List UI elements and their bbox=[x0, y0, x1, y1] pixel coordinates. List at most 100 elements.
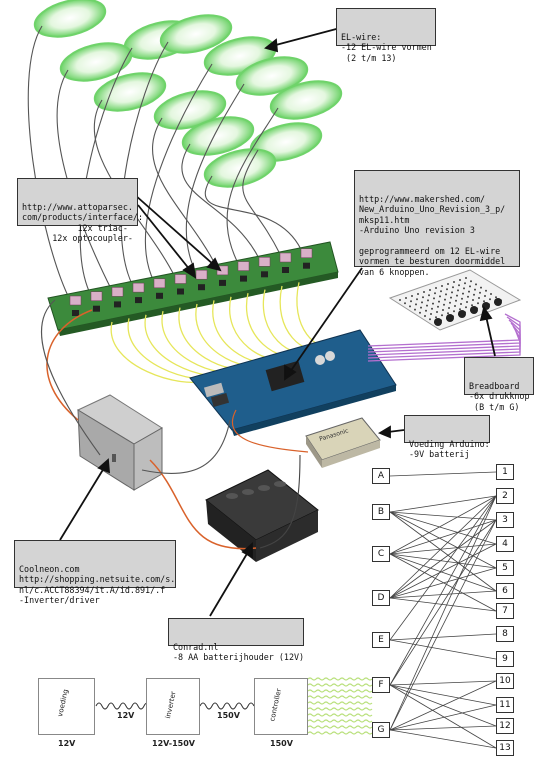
el-wire-lead bbox=[79, 47, 133, 296]
breadboard-hole bbox=[419, 311, 421, 314]
breadboard-hole bbox=[495, 296, 497, 299]
aa-cell-slot bbox=[258, 485, 270, 491]
breadboard-hole bbox=[466, 301, 468, 303]
triac bbox=[72, 310, 79, 316]
breadboard-hole bbox=[458, 284, 460, 287]
mapping-line-b-5 bbox=[389, 511, 497, 569]
mapping-line-g-3 bbox=[389, 519, 497, 731]
mapping-line-b-6 bbox=[389, 511, 497, 592]
triac bbox=[240, 275, 247, 282]
el-wire-lead bbox=[120, 41, 169, 287]
breadboard-hole bbox=[441, 314, 443, 317]
el-wire-wave bbox=[307, 707, 373, 711]
el-wire-leads bbox=[27, 25, 302, 301]
el-wire-lead bbox=[181, 143, 260, 259]
mapping-button-b: B bbox=[372, 504, 390, 520]
el-wire-wave bbox=[307, 731, 373, 735]
breadboard-hole bbox=[416, 298, 418, 301]
breadboard-hole bbox=[453, 310, 455, 313]
mapping-line-d-3 bbox=[389, 519, 497, 599]
el-wire-shape bbox=[159, 14, 233, 54]
mapping-button-e: E bbox=[372, 632, 390, 648]
link-150v: 150V bbox=[217, 711, 240, 720]
breadboard-hole bbox=[437, 305, 439, 308]
mapping-line-c-4 bbox=[389, 543, 497, 555]
breadboard-hole bbox=[423, 291, 425, 293]
triac bbox=[93, 305, 100, 312]
breadboard-hole bbox=[453, 281, 455, 283]
yellow-wire bbox=[245, 293, 302, 358]
breadboard-hole bbox=[465, 277, 467, 279]
purple-wire bbox=[367, 328, 521, 362]
mapping-line-d-5 bbox=[389, 567, 497, 599]
yellow-wire bbox=[178, 307, 254, 371]
mapping-line-e-9 bbox=[389, 639, 497, 660]
note-voeding-arduino: Voeding Arduino:-9V batterij bbox=[404, 415, 490, 459]
breadboard-hole bbox=[468, 290, 470, 293]
mapping-line-g-13 bbox=[389, 729, 497, 749]
el-wire-lead bbox=[204, 175, 302, 250]
breadboard-hole bbox=[399, 299, 401, 301]
el-wire-shape bbox=[235, 56, 309, 96]
mapping-wire-6: 6 bbox=[496, 583, 514, 599]
breadboard-hole bbox=[473, 293, 475, 296]
breadboard-hole bbox=[438, 300, 440, 303]
breadboard-hole bbox=[441, 285, 443, 287]
mapping-wire-7: 7 bbox=[496, 603, 514, 619]
breadboard-hole bbox=[435, 316, 437, 319]
breadboard-hole bbox=[449, 301, 451, 304]
mapping-line-c-7 bbox=[389, 553, 497, 612]
triac bbox=[177, 288, 184, 295]
optocoupler-chip bbox=[195, 269, 208, 280]
breadboard-hole bbox=[440, 290, 442, 293]
breadboard-hole bbox=[490, 293, 492, 295]
el-wire-shape bbox=[269, 80, 343, 120]
mapping-wire-10: 10 bbox=[496, 673, 514, 689]
el-wire-lead bbox=[144, 63, 213, 282]
mapping-line-f-3 bbox=[389, 519, 497, 686]
breadboard-hole bbox=[472, 299, 474, 301]
breadboard-hole bbox=[443, 303, 445, 306]
breadboard-hole bbox=[436, 311, 438, 313]
aa-cell-slot bbox=[226, 493, 238, 499]
mapping-button-a: A bbox=[372, 468, 390, 484]
aa-cell-slot bbox=[274, 481, 286, 487]
breadboard-hole bbox=[430, 313, 432, 315]
mapping-wire-12: 12 bbox=[496, 718, 514, 734]
breadboard-hole bbox=[452, 286, 454, 289]
breadboard-hole bbox=[439, 295, 441, 298]
optocoupler-chip bbox=[258, 257, 271, 267]
breadboard-hole bbox=[450, 296, 452, 299]
breadboard-hole bbox=[465, 306, 467, 309]
breadboard-hole bbox=[459, 308, 461, 311]
triac bbox=[261, 271, 268, 278]
breadboard-hole bbox=[447, 312, 449, 315]
breadboard-hole bbox=[483, 300, 485, 303]
el-wire-wave bbox=[307, 725, 373, 729]
mapping-button-d: D bbox=[372, 590, 390, 606]
el-wire-wave bbox=[307, 701, 373, 705]
breadboard-hole bbox=[456, 294, 458, 297]
breadboard-hole bbox=[448, 307, 450, 309]
optocoupler-chip bbox=[132, 282, 145, 293]
breadboard-hole bbox=[411, 295, 413, 297]
breadboard-hole bbox=[431, 307, 433, 310]
breadboard-hole bbox=[421, 301, 423, 304]
triac bbox=[303, 262, 310, 269]
el-wire-shape bbox=[203, 148, 277, 188]
breadboard-hole bbox=[429, 318, 431, 321]
el-wire-lead bbox=[185, 83, 245, 273]
el-wire-wave bbox=[307, 713, 373, 717]
breadboard-hole bbox=[427, 299, 429, 302]
mapping-line-a-1 bbox=[389, 471, 497, 477]
mapping-wire-2: 2 bbox=[496, 488, 514, 504]
mapping-button-g: G bbox=[372, 722, 390, 738]
optocoupler-chip bbox=[90, 291, 103, 301]
el-wire-wave bbox=[307, 689, 373, 693]
mapping-wire-3: 3 bbox=[496, 512, 514, 528]
el-wire-wave bbox=[307, 719, 373, 723]
push-button bbox=[458, 310, 466, 318]
breadboard-hole bbox=[461, 297, 463, 300]
breadboard-hole bbox=[471, 304, 473, 307]
breadboard-hole bbox=[467, 295, 469, 298]
